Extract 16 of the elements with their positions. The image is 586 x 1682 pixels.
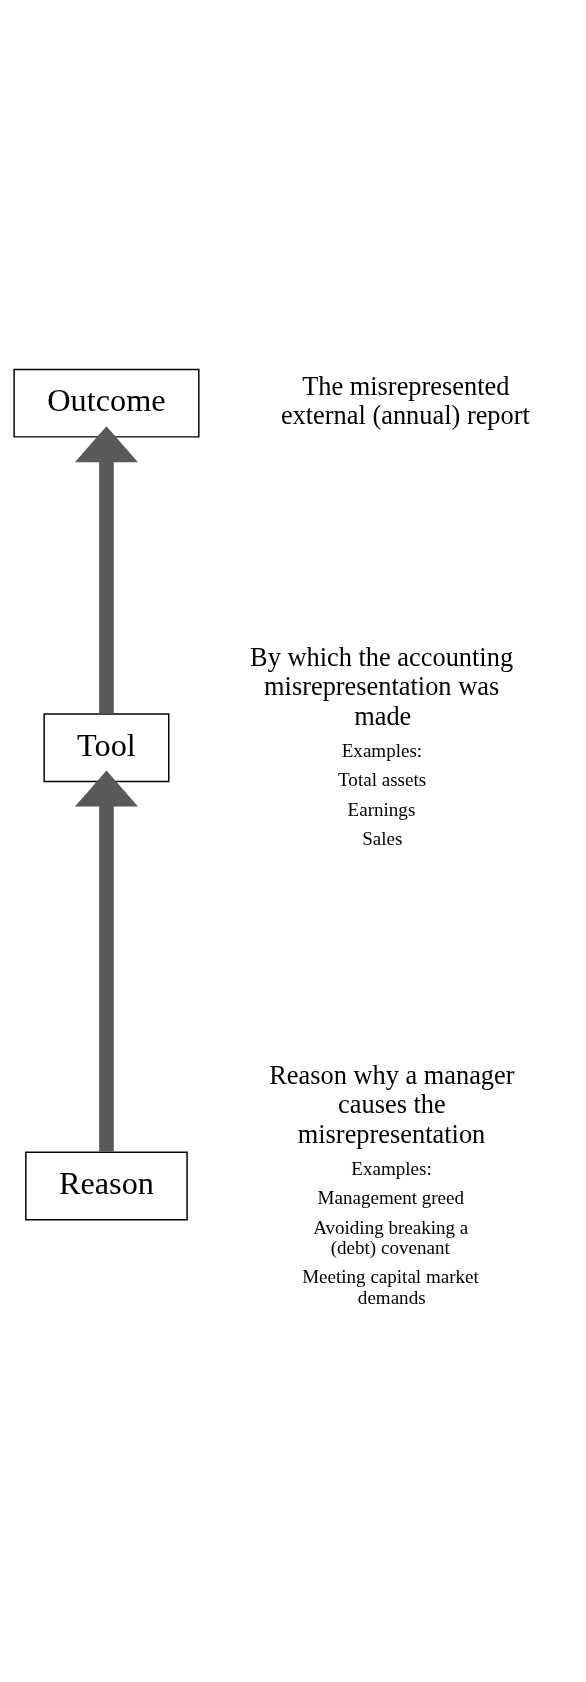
node-label: The misrepresented external (annual) report: [280, 370, 530, 430]
node-label: Examples:: [351, 1157, 432, 1179]
node-box: Tool: [43, 712, 170, 782]
arrow: [74, 425, 138, 713]
node-label: Meeting capital market demands: [302, 1265, 479, 1308]
node-box: Outcome: [13, 368, 200, 438]
node-label: Avoiding breaking a (debt) covenant: [313, 1216, 469, 1258]
node-box: Reason: [25, 1151, 188, 1220]
node-label: Management greed: [317, 1186, 465, 1208]
node-label: Earnings: [347, 798, 416, 820]
node-label: Reason why a manager causes the misrepresentation: [269, 1059, 515, 1149]
arrow: [74, 770, 138, 1152]
node-label: By which the accounting misrepresentation was made: [250, 641, 514, 731]
node-label: Sales: [362, 827, 403, 849]
node-label: Total assets: [338, 768, 427, 790]
node-label: Examples:: [341, 739, 423, 761]
